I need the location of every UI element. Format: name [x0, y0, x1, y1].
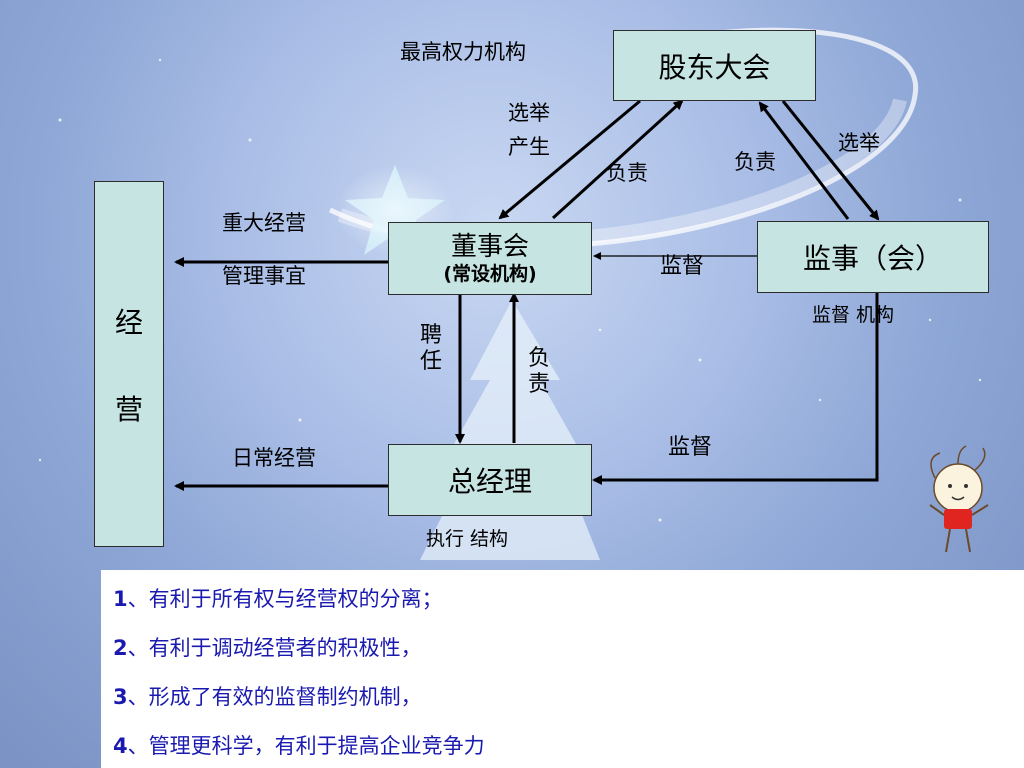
responsible-vertical-1: 负: [527, 346, 550, 371]
general-manager-label: 总经理: [447, 465, 532, 498]
board-sublabel: (常设机构): [443, 262, 537, 285]
advantage-num-4: 4: [113, 734, 128, 758]
responsible-right-label: 负责: [734, 150, 776, 174]
general-manager-box: 总经理: [388, 444, 592, 516]
supervision-org-label: 监督 机构: [812, 304, 895, 326]
elect-label-1: 选举: [508, 101, 550, 125]
hire-label-2: 任: [419, 349, 442, 374]
advantage-num-2: 2: [113, 636, 128, 660]
hire-label-1: 聘: [419, 323, 442, 348]
execution-org-label: 执行 结构: [426, 528, 509, 550]
supervisors-box: 监事（会）: [757, 221, 989, 293]
shareholders-meeting-label: 股东大会: [658, 50, 771, 84]
supervise-top-label: 监督: [660, 254, 705, 279]
advantage-text-3: 、形成了有效的监督制约机制，: [127, 685, 422, 709]
advantage-text-4: 、管理更科学，有利于提高企业竞争力: [127, 734, 485, 758]
elect-right-label: 选举: [838, 131, 880, 155]
responsible-vertical-2: 责: [527, 372, 550, 397]
board-box: 董事会 (常设机构): [388, 222, 592, 295]
operation-label-2: 营: [114, 392, 143, 426]
hire-label: 聘 任: [419, 323, 443, 375]
top-authority-label: 最高权力机构: [400, 40, 526, 64]
advantage-num-3: 3: [113, 685, 128, 709]
advantage-item-1: 1、有利于所有权与经营权的分离；: [113, 583, 443, 613]
elect-label-2: 产生: [508, 135, 550, 159]
daily-operations-label: 日常经营: [232, 446, 316, 470]
arrows: [174, 99, 880, 491]
supervisors-label: 监事（会）: [802, 242, 943, 275]
advantage-text-1: 、有利于所有权与经营权的分离；: [127, 587, 443, 611]
shareholders-meeting-box: 股东大会: [613, 30, 816, 101]
advantage-text-2: 、有利于调动经营者的积极性，: [127, 636, 422, 660]
operation-box: 经 营: [94, 181, 164, 547]
major-affairs-label-1: 重大经营: [222, 211, 306, 235]
advantage-item-4: 4、管理更科学，有利于提高企业竞争力: [113, 730, 485, 760]
advantages-panel: 1、有利于所有权与经营权的分离； 2、有利于调动经营者的积极性， 3、形成了有效…: [101, 570, 1024, 768]
board-label: 董事会: [450, 231, 529, 262]
advantage-item-2: 2、有利于调动经营者的积极性，: [113, 632, 422, 662]
responsible-vertical-label: 负 责: [527, 346, 551, 398]
responsible-left-label: 负责: [606, 161, 648, 185]
tree-shape: [420, 300, 600, 560]
advantage-item-3: 3、形成了有效的监督制约机制，: [113, 681, 422, 711]
major-affairs-label-2: 管理事宜: [222, 264, 306, 288]
supervise-bottom-label: 监督: [668, 435, 713, 460]
cartoon-figure: [929, 445, 989, 553]
operation-label-1: 经: [114, 305, 143, 339]
advantage-num-1: 1: [113, 587, 128, 611]
